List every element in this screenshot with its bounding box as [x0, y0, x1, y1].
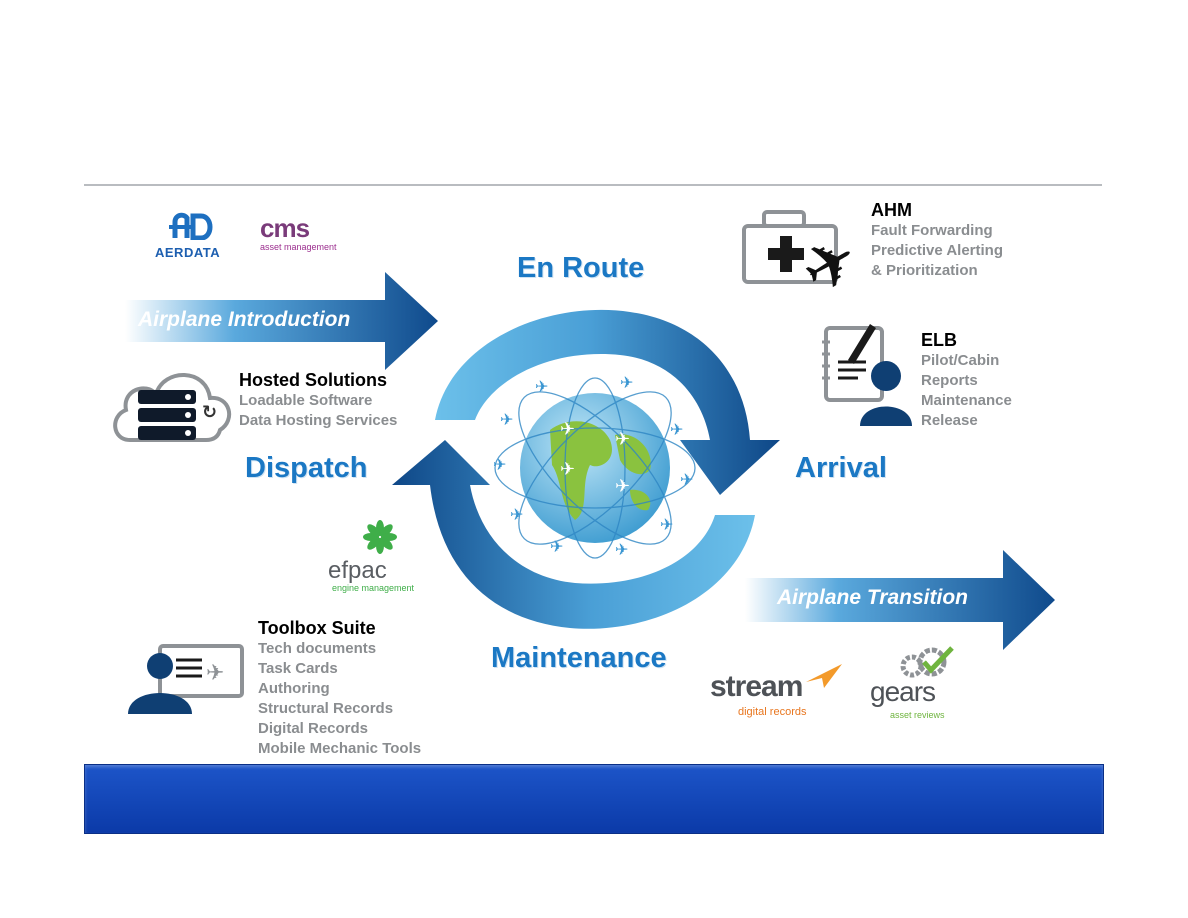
efpac-tagline: engine management — [332, 583, 415, 593]
introduction-arrow-label: Airplane Introduction — [138, 308, 351, 331]
screen-user-icon: ✈ — [128, 644, 244, 714]
svg-text:✈: ✈ — [615, 542, 628, 559]
hosted-line: Data Hosting Services — [239, 412, 398, 429]
cms-wordmark: cms — [260, 213, 310, 243]
toolbox-suite-block: Toolbox Suite Tech documents Task Cards … — [258, 618, 421, 759]
gears-wordmark: gears — [870, 676, 936, 707]
svg-text:✈: ✈ — [206, 660, 224, 685]
cycle-arrow-top — [435, 309, 780, 495]
svg-text:✈: ✈ — [560, 459, 575, 479]
header-divider — [84, 184, 1102, 186]
cloud-server-icon: ↻ — [113, 373, 232, 442]
aerdata-logo: AERDATA — [155, 212, 239, 260]
toolbox-title: Toolbox Suite — [258, 618, 376, 638]
svg-text:↻: ↻ — [202, 402, 217, 422]
logbook-user-icon — [822, 324, 912, 426]
gears-tagline: asset reviews — [890, 710, 945, 720]
stream-logo: stream digital records — [710, 662, 845, 720]
hosted-solutions-block: Hosted Solutions Loadable Software Data … — [239, 370, 397, 431]
elb-line: Pilot/Cabin — [921, 352, 1000, 369]
svg-text:✈: ✈ — [500, 412, 513, 429]
svg-text:✈: ✈ — [493, 457, 506, 474]
toolbox-line: Task Cards — [258, 660, 338, 677]
lifecycle-cycle — [392, 309, 780, 629]
elb-block: ELB Pilot/Cabin Reports Maintenance Rele… — [921, 330, 1012, 431]
svg-text:✈: ✈ — [620, 375, 633, 392]
efpac-wordmark: efpac — [328, 557, 387, 584]
toolbox-line: Tech documents — [258, 640, 377, 657]
aerdata-mark-icon — [169, 212, 213, 241]
toolbox-line: Mobile Mechanic Tools — [258, 740, 422, 757]
hosted-line: Loadable Software — [239, 392, 373, 409]
cycle-arrow-bottom — [392, 440, 755, 629]
elb-title: ELB — [921, 330, 957, 350]
hosted-solutions-title: Hosted Solutions — [239, 370, 387, 390]
phase-en-route: En Route — [517, 252, 645, 284]
introduction-arrow — [125, 272, 438, 370]
elb-line: Reports — [921, 372, 978, 389]
aerdata-wordmark: AERDATA — [155, 245, 221, 260]
svg-text:✈: ✈ — [660, 517, 673, 534]
efpac-logo: efpac engine management — [328, 520, 438, 593]
paper-plane-icon — [806, 664, 842, 688]
ahm-line: & Prioritization — [871, 262, 978, 279]
svg-text:✈: ✈ — [670, 422, 683, 439]
transition-arrow — [745, 550, 1055, 650]
medical-kit-airplane-icon: ✈ — [742, 210, 862, 298]
cms-logo: cms asset management — [260, 214, 365, 260]
phase-maintenance: Maintenance — [491, 642, 667, 674]
ahm-title: AHM — [871, 200, 912, 220]
svg-text:✈: ✈ — [615, 476, 630, 496]
gears-check-icon — [900, 646, 954, 678]
globe-flights-icon: ✈ ✈ ✈ ✈ ✈ ✈ ✈ ✈ ✈ ✈ ✈ ✈ ✈ ✈ — [493, 375, 696, 559]
toolbox-line: Authoring — [258, 680, 330, 697]
transition-arrow-label: Airplane Transition — [777, 586, 968, 609]
elb-line: Maintenance — [921, 392, 1012, 409]
efpac-fan-icon — [363, 520, 397, 554]
phase-arrival: Arrival — [795, 452, 887, 484]
gears-logo: gears asset reviews — [868, 646, 968, 722]
svg-text:✈: ✈ — [680, 472, 693, 489]
ahm-line: Fault Forwarding — [871, 222, 993, 239]
svg-text:✈: ✈ — [560, 419, 575, 439]
ahm-block: AHM Fault Forwarding Predictive Alerting… — [871, 200, 1003, 281]
stream-tagline: digital records — [738, 706, 807, 718]
cms-tagline: asset management — [260, 242, 337, 252]
phase-dispatch: Dispatch — [245, 452, 368, 484]
toolbox-line: Structural Records — [258, 700, 394, 717]
svg-text:✈: ✈ — [510, 507, 523, 524]
stream-wordmark: stream — [710, 670, 803, 703]
svg-text:✈: ✈ — [615, 429, 630, 449]
svg-text:✈: ✈ — [535, 379, 548, 396]
elb-line: Release — [921, 412, 978, 429]
ahm-line: Predictive Alerting — [871, 242, 1003, 259]
toolbox-line: Digital Records — [258, 720, 369, 737]
svg-text:✈: ✈ — [550, 539, 563, 556]
footer-banner — [84, 764, 1104, 834]
